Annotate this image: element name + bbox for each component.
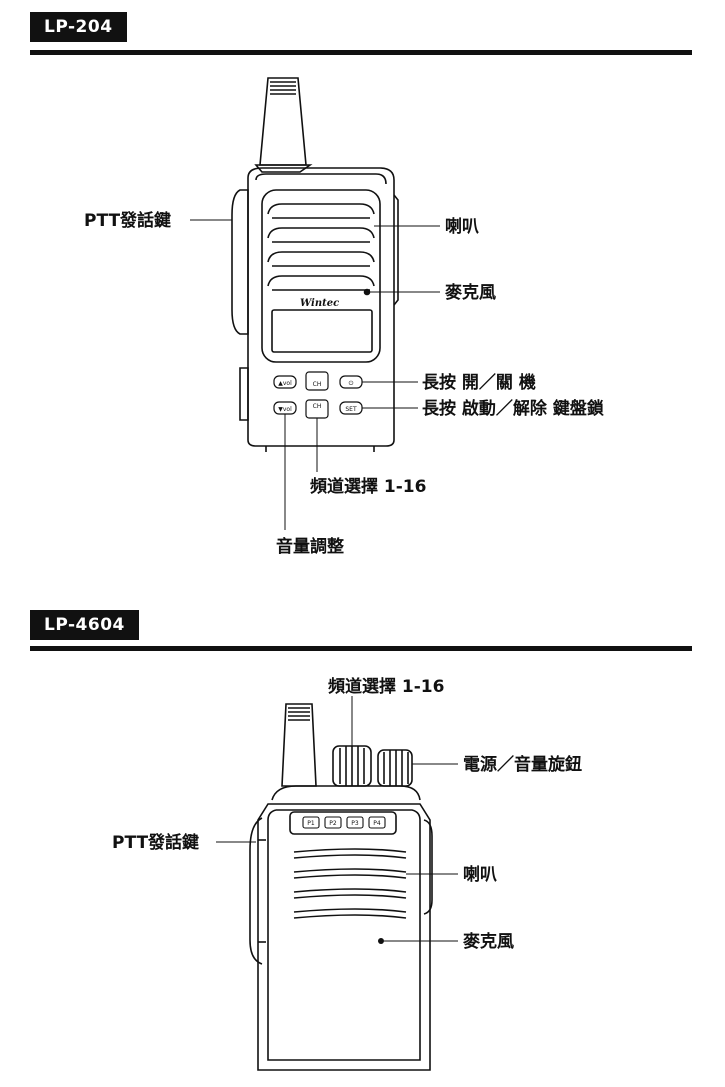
model-tag: LP-4604: [30, 610, 139, 640]
power-icon: ⏻: [349, 380, 354, 387]
channel-knob[interactable]: [332, 745, 372, 787]
channel-label: 頻道選擇 1-16: [309, 476, 426, 497]
antenna-lp4604: [281, 703, 317, 787]
antenna-lp204: [254, 77, 313, 173]
section-header-lp204: LP-204: [30, 12, 127, 42]
ptt-label: PTT發話鍵: [112, 832, 199, 853]
ch-up-key-label: CH: [313, 381, 322, 388]
vol-down-key-label: ▼vol: [278, 406, 292, 413]
mic-label: 麥克風: [462, 931, 514, 952]
ch-down-key-label: CH: [313, 403, 322, 410]
p4-key[interactable]: [368, 816, 386, 829]
power-label: 長按 開／關 機: [422, 372, 536, 393]
ptt-label: PTT發話鍵: [84, 210, 171, 231]
section-rule: [30, 50, 692, 55]
section-rule: [30, 646, 692, 651]
lp204-diagram: Wintec ▲vol CH ⏻ ▼vol CH SET PTT發話鍵 喇叭 麥…: [84, 77, 605, 557]
keypad-lock-label: 長按 啟動／解除 鍵盤鎖: [422, 398, 605, 419]
radio-body-lp4604: [249, 803, 433, 1071]
vol-up-key-label: ▲vol: [278, 380, 292, 387]
volume-label: 音量調整: [276, 536, 344, 557]
speaker-label: 喇叭: [463, 864, 497, 885]
p1-key-label: P1: [307, 820, 315, 827]
power-volume-knob[interactable]: [377, 749, 413, 787]
ch-up-key[interactable]: [305, 371, 329, 391]
brand-logo: Wintec: [300, 298, 339, 309]
section-header-lp4604: LP-4604: [30, 610, 139, 640]
p2-key[interactable]: [324, 816, 342, 829]
model-tag: LP-204: [30, 12, 127, 42]
speaker-label: 喇叭: [445, 216, 479, 237]
power-volume-label: 電源／音量旋鈕: [463, 754, 582, 775]
channel-label: 頻道選擇 1-16: [327, 676, 444, 697]
p3-key-label: P3: [351, 820, 359, 827]
vol-up-key[interactable]: [273, 375, 297, 389]
p3-key[interactable]: [346, 816, 364, 829]
p1-key[interactable]: [302, 816, 320, 829]
radio-body-lp204: [231, 167, 399, 452]
p2-key-label: P2: [329, 820, 337, 827]
set-key-label: SET: [345, 406, 357, 413]
mic-label: 麥克風: [444, 282, 496, 303]
mic-hole: [378, 938, 384, 944]
p4-key-label: P4: [373, 820, 381, 827]
